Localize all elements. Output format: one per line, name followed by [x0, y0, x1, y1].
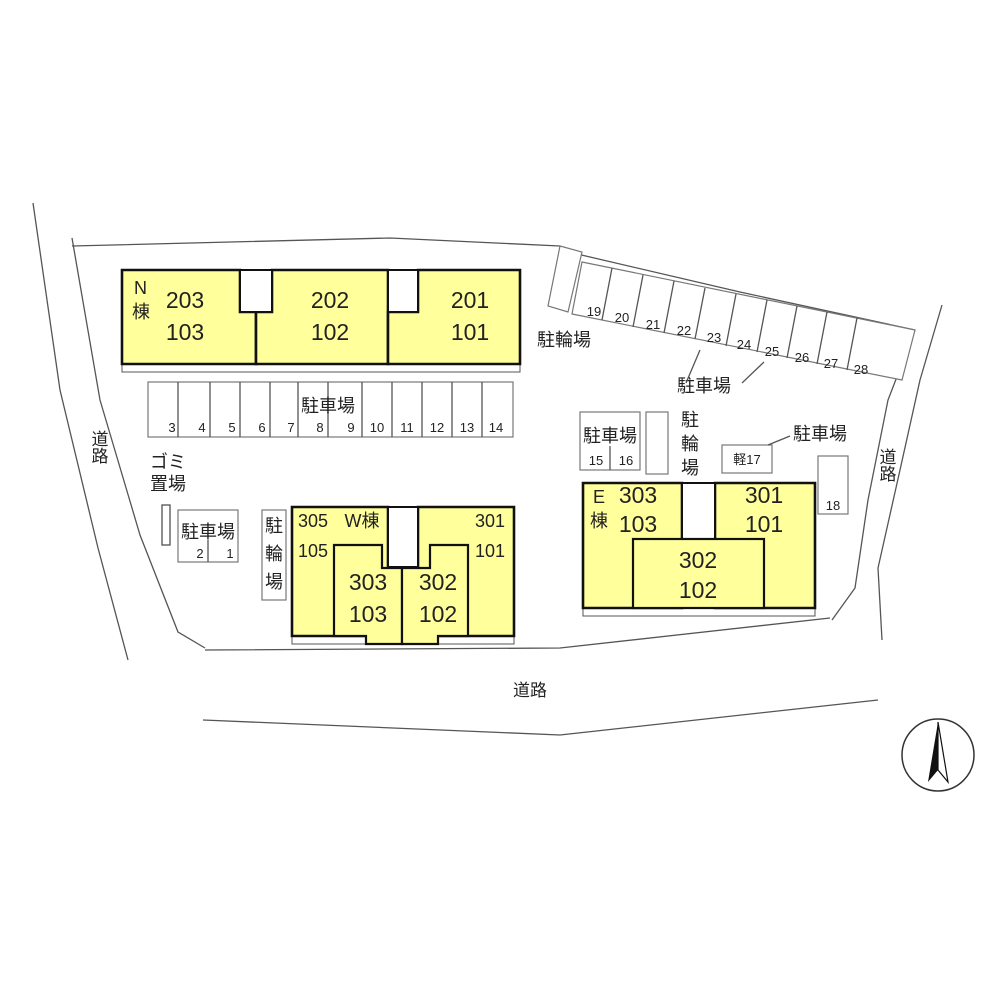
bicycle-label-char: 駐 — [681, 410, 699, 430]
parking-space-number: 28 — [854, 362, 868, 377]
w-building — [290, 505, 516, 646]
room-number: 103 — [166, 319, 204, 345]
parking-space-number: 23 — [707, 330, 721, 345]
room-number: 302 — [419, 569, 457, 595]
room-number: 102 — [311, 319, 349, 345]
room-number: 302 — [679, 547, 717, 573]
parking-space-number: 27 — [824, 356, 838, 371]
north-parking-numbers: 3 4 5 6 7 8 9 10 11 12 13 14 — [168, 420, 503, 435]
light-vehicle-parking — [721, 444, 773, 474]
leader-line — [685, 349, 701, 384]
west-parking-label: 駐車場 — [181, 522, 235, 542]
mid-parking-pair — [579, 411, 641, 471]
west-bicycle-parking — [261, 509, 287, 601]
room-number: 301 — [475, 511, 505, 531]
room-number: 102 — [679, 577, 717, 603]
bicycle-label-char: 駐 — [265, 516, 283, 536]
south-road-label: 道路 — [513, 681, 547, 700]
parking-space-number: 19 — [587, 304, 601, 319]
parking-space-number: 22 — [677, 323, 691, 338]
parking-space-number: 7 — [287, 420, 294, 435]
parking-space-number: 4 — [198, 420, 205, 435]
north-parking-row — [147, 381, 514, 438]
parking-space-18 — [817, 455, 849, 515]
bicycle-label-char: 輪 — [681, 434, 699, 454]
leader-line — [741, 361, 765, 384]
parking-space-number: 6 — [258, 420, 265, 435]
room-number: 101 — [745, 511, 783, 537]
e-building-label-letter: E — [593, 487, 605, 507]
room-number: 103 — [619, 511, 657, 537]
north-parking-label: 駐車場 — [301, 396, 355, 416]
east-parking-label: 駐車場 — [677, 376, 731, 396]
site-boundary — [71, 237, 916, 331]
road-lines — [32, 202, 943, 736]
east-parking-numbers: 19 20 21 22 23 24 25 26 27 28 — [587, 304, 868, 377]
room-number: 203 — [166, 287, 204, 313]
parking-space-number: 1 — [226, 546, 233, 561]
parking-space-number: 25 — [765, 344, 779, 359]
north-arrow-icon — [901, 718, 975, 792]
bicycle-label-char: 場 — [681, 458, 699, 478]
bicycle-label-char: 場 — [265, 572, 283, 592]
parking-space-number: 26 — [795, 350, 809, 365]
room-number: 303 — [349, 569, 387, 595]
e-building — [581, 481, 817, 617]
parking-space-number: 8 — [316, 420, 323, 435]
parking-space-number: 12 — [430, 420, 444, 435]
parking-space-number: 9 — [347, 420, 354, 435]
parking-space-number: 14 — [489, 420, 503, 435]
room-number: 305 — [298, 511, 328, 531]
room-number: 105 — [298, 541, 328, 561]
garbage-area — [161, 504, 171, 546]
bicycle-label-char: 輪 — [265, 544, 283, 564]
n-building-label-letter: N — [134, 278, 147, 298]
parking-space-number: 21 — [646, 317, 660, 332]
mid-parking-label: 駐車場 — [583, 426, 637, 446]
svg-text:道路: 道路 — [877, 448, 897, 482]
parking-space-number: 16 — [619, 453, 633, 468]
north-bicycle-label: 駐輪場 — [537, 330, 591, 350]
east-road-label: 道路 — [877, 448, 897, 482]
room-number: 301 — [745, 482, 783, 508]
east-parking-row — [547, 245, 916, 381]
parking-space-number: 3 — [168, 420, 175, 435]
room-number: 101 — [451, 319, 489, 345]
room-number: 103 — [349, 601, 387, 627]
parking-space-number: 5 — [228, 420, 235, 435]
n-building-label-suffix: 棟 — [132, 302, 150, 322]
parking-space-number: 18 — [826, 498, 840, 513]
west-parking-pair — [177, 509, 239, 563]
room-number: 202 — [311, 287, 349, 313]
svg-text:道路: 道路 — [89, 430, 109, 464]
parking-space-number: 15 — [589, 453, 603, 468]
garbage-label-line1: ゴミ — [150, 452, 186, 472]
room-number: 102 — [419, 601, 457, 627]
parking-space-number: 13 — [460, 420, 474, 435]
room-number: 303 — [619, 482, 657, 508]
n-building — [120, 268, 522, 373]
parking-space-number: 20 — [615, 310, 629, 325]
garbage-label-line2: 置場 — [150, 474, 186, 494]
east-bicycle-parking — [645, 411, 669, 475]
room-number: 201 — [451, 287, 489, 313]
leader-line — [767, 435, 791, 446]
parking-space-number: 24 — [737, 337, 751, 352]
west-road-label: 道路 — [89, 430, 109, 464]
w-building-label: W棟 — [345, 511, 380, 531]
parking-space-number: 軽17 — [733, 452, 760, 467]
parking-space-number: 2 — [196, 546, 203, 561]
parking-space-number: 10 — [370, 420, 384, 435]
e-building-label-suffix: 棟 — [590, 511, 608, 531]
east-side-parking-label: 駐車場 — [793, 424, 847, 444]
room-number: 101 — [475, 541, 505, 561]
parking-space-number: 11 — [400, 420, 414, 435]
